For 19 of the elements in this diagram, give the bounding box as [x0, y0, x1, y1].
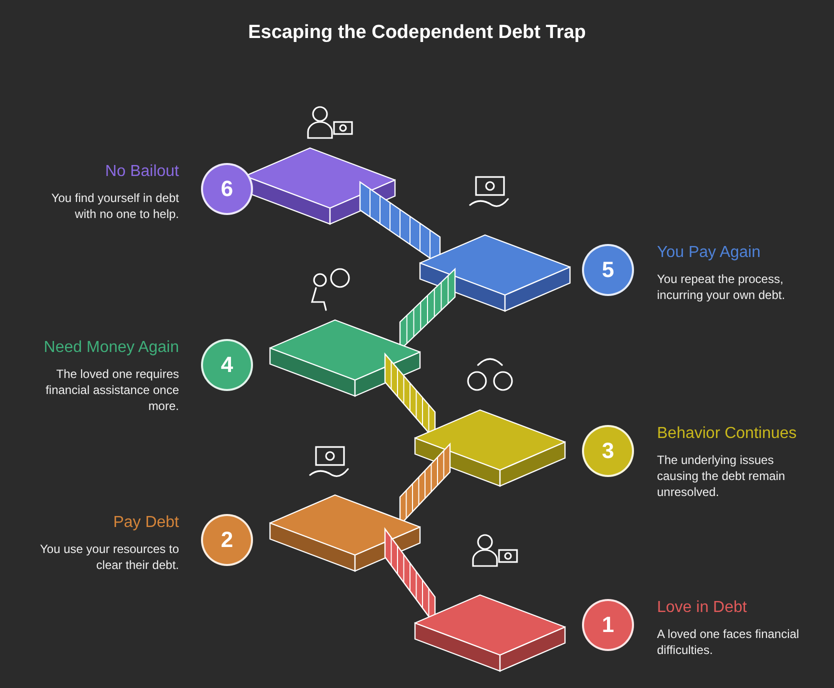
step-heading: Need Money Again: [42, 339, 179, 357]
step-heading: Behavior Continues: [657, 425, 798, 443]
step-description: You repeat the process, incurring your own debt.: [657, 271, 786, 303]
diagram-title: Escaping the Codependent Debt Trap: [247, 22, 587, 44]
step-description: You use your resources to clear their debt.: [39, 541, 179, 573]
step-description: You find yourself in debt with no one to help.: [50, 190, 179, 222]
step-number-circle: 4: [201, 339, 253, 391]
step-description: The underlying issues causing the debt remain unresolved.: [657, 452, 786, 500]
step-number-circle: 3: [582, 425, 634, 477]
step-description: A loved one faces financial difficulties.: [657, 626, 800, 658]
step-description: The loved one requires financial assistance once more.: [44, 366, 179, 414]
step-number-circle: 1: [582, 599, 634, 651]
step-heading: You Pay Again: [657, 244, 762, 262]
step-number-circle: 2: [201, 514, 253, 566]
step-heading: No Bailout: [104, 163, 179, 181]
step-heading: Love in Debt: [657, 599, 748, 617]
step-number-circle: 6: [201, 163, 253, 215]
step-number-circle: 5: [582, 244, 634, 296]
step-heading: Pay Debt: [112, 514, 179, 532]
